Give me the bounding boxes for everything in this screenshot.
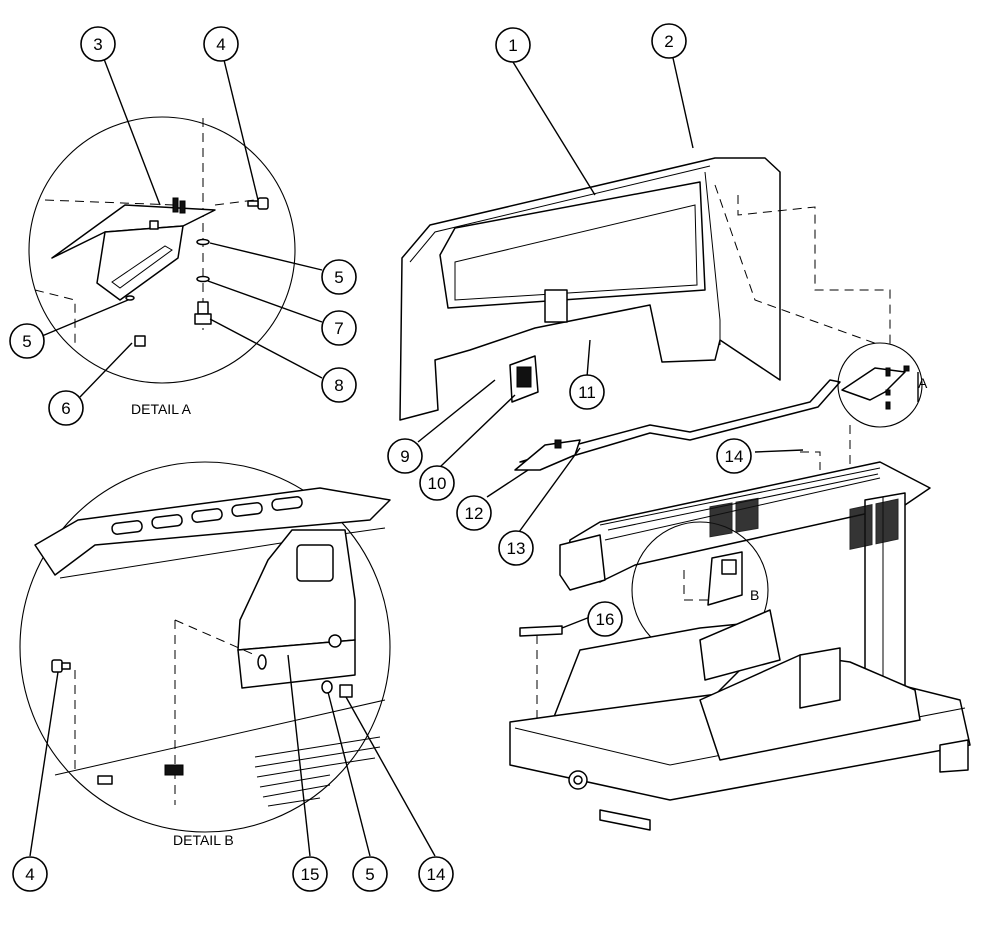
detail-a-view: [28, 116, 296, 384]
washer-hardware-b: [321, 680, 333, 694]
svg-text:7: 7: [334, 319, 343, 338]
callout-7: 7: [321, 310, 357, 346]
svg-text:6: 6: [61, 399, 70, 418]
callout-9: 9: [387, 438, 423, 474]
rail-slots: [111, 496, 303, 535]
callout-4-detail-b: 4: [12, 856, 48, 892]
detail-a-ring: [28, 116, 296, 384]
mounting-bracket: [237, 529, 356, 689]
louver-vents: [254, 736, 381, 807]
svg-text:16: 16: [596, 610, 615, 629]
callout-14-detail-b: 14: [418, 856, 454, 892]
callout-14-main: 14: [716, 438, 752, 474]
clip-feature: [164, 764, 184, 776]
callout-10: 10: [419, 465, 455, 501]
detail-a-guide: [44, 199, 176, 206]
callout-12: 12: [456, 495, 492, 531]
small-bar-part: [519, 625, 563, 637]
svg-text:10: 10: [428, 474, 447, 493]
tab-feature: [97, 775, 113, 785]
callout-4-detail-a: 4: [203, 26, 239, 62]
lock-washer-hardware: [196, 275, 210, 283]
callout-5-detail-a-right: 5: [321, 259, 357, 295]
svg-text:11: 11: [578, 383, 596, 402]
leader-lines: [29, 57, 804, 857]
hex-bolt-hardware: [194, 301, 212, 325]
callout-8: 8: [321, 367, 357, 403]
panel-cutout: [544, 289, 568, 323]
bolt-hardware: [247, 197, 269, 210]
svg-text:13: 13: [507, 539, 526, 558]
marker-a-label: A: [918, 375, 928, 391]
detail-a-callout-ring: [837, 342, 923, 428]
detail-b-view: [19, 461, 391, 833]
washer-hardware: [196, 238, 210, 246]
support-rod-part: [514, 379, 841, 471]
guide-line-3: [800, 451, 821, 470]
callout-5-detail-a-left: 5: [9, 323, 45, 359]
detail-b-label: DETAIL B: [173, 832, 234, 848]
svg-text:5: 5: [334, 268, 343, 287]
nut-hardware: [134, 335, 146, 347]
detail-a-label: DETAIL A: [131, 401, 192, 417]
callout-1: 1: [495, 27, 531, 63]
marker-b-label: B: [750, 587, 759, 603]
frame-assembly: [509, 461, 971, 831]
callout-16: 16: [587, 601, 623, 637]
svg-text:5: 5: [365, 865, 374, 884]
callout-6: 6: [48, 390, 84, 426]
callout-3: 3: [80, 26, 116, 62]
guide-line-1: [737, 195, 891, 345]
svg-text:1: 1: [508, 36, 517, 55]
washer-left-hardware: [125, 295, 135, 301]
svg-text:8: 8: [334, 376, 343, 395]
detail-a-bracket: [51, 197, 216, 301]
callout-5-detail-b: 5: [352, 856, 388, 892]
svg-text:2: 2: [664, 32, 673, 51]
main-panel-part: [399, 157, 781, 421]
svg-text:12: 12: [465, 504, 484, 523]
svg-text:14: 14: [725, 447, 744, 466]
switch-housing: [509, 355, 539, 403]
vent-grille: [709, 497, 759, 538]
callout-15: 15: [292, 856, 328, 892]
svg-text:15: 15: [301, 865, 320, 884]
svg-text:4: 4: [216, 35, 225, 54]
svg-text:4: 4: [25, 865, 34, 884]
callout-2: 2: [651, 23, 687, 59]
detail-b-ring: [19, 461, 391, 833]
callout-11: 11: [569, 374, 605, 410]
svg-text:14: 14: [427, 865, 446, 884]
guide-line-2: [714, 184, 881, 346]
bolt-hardware-b: [51, 659, 71, 673]
nut-hardware-b: [339, 684, 353, 698]
vent-grille-lower: [849, 498, 899, 550]
svg-text:5: 5: [22, 332, 31, 351]
svg-text:9: 9: [400, 447, 409, 466]
svg-text:3: 3: [93, 35, 102, 54]
callout-13: 13: [498, 530, 534, 566]
